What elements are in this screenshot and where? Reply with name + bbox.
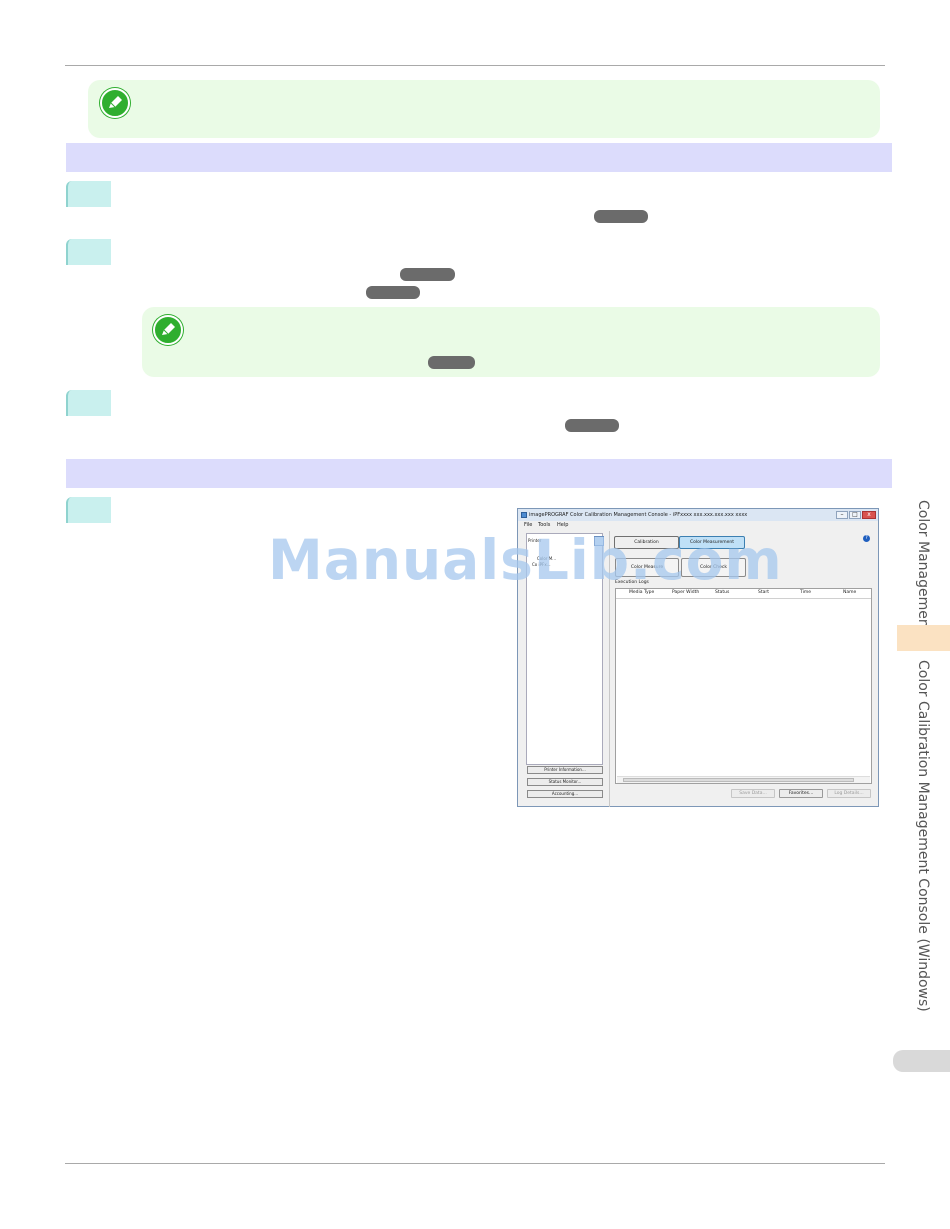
reference-link-pill[interactable]: [428, 356, 475, 369]
reference-link-pill[interactable]: [400, 268, 455, 281]
column-header[interactable]: Name: [843, 590, 857, 595]
close-button[interactable]: x: [862, 511, 876, 519]
favorites-button[interactable]: Favorites...: [779, 789, 823, 798]
help-icon[interactable]: ?: [863, 535, 870, 542]
maximize-button[interactable]: □: [849, 511, 861, 519]
printer-information-button[interactable]: Printer Information...: [527, 766, 603, 774]
reference-link-pill[interactable]: [366, 286, 420, 299]
color-check-button[interactable]: Color Check: [681, 558, 746, 577]
minimize-button[interactable]: –: [836, 511, 848, 519]
status-monitor-button[interactable]: Status Monitor...: [527, 778, 603, 786]
app-icon: [521, 512, 527, 518]
pane-divider[interactable]: [609, 531, 610, 807]
window-title-bar: imagePROGRAF Color Calibration Managemen…: [518, 509, 878, 521]
reference-link-pill[interactable]: [565, 419, 619, 432]
side-tab-section[interactable]: Color Management: [915, 500, 931, 634]
scrollbar-thumb[interactable]: [623, 778, 854, 782]
menu-help[interactable]: Help: [557, 522, 569, 528]
accounting-button[interactable]: Accounting...: [527, 790, 603, 798]
tree-item[interactable]: Color M...: [537, 556, 556, 561]
execution-log-table[interactable]: Media Type Paper Width Status Start Time…: [615, 588, 872, 784]
log-table-header: Media Type Paper Width Status Start Time…: [616, 589, 871, 599]
top-rule: [65, 65, 885, 66]
watermark: ManualsLib.com: [268, 528, 783, 592]
reference-link-pill[interactable]: [594, 210, 648, 223]
column-header[interactable]: Time: [800, 590, 812, 595]
section-heading-band: [66, 459, 892, 488]
menu-bar: File Tools Help: [518, 521, 878, 530]
printer-label: Printer: [528, 538, 542, 543]
horizontal-scrollbar[interactable]: [617, 776, 870, 783]
side-page-tab: [893, 1050, 950, 1072]
log-details-button[interactable]: Log Details...: [827, 789, 871, 798]
note-box: [88, 80, 880, 138]
step-marker: [66, 390, 111, 416]
refresh-icon[interactable]: [594, 536, 604, 546]
side-tab-subsection[interactable]: Color Calibration Management Console (Wi…: [915, 660, 931, 1012]
bottom-rule: [65, 1163, 885, 1164]
tree-item[interactable]: Co iPFx...: [532, 562, 551, 567]
tab-color-measurement[interactable]: Color Measurement: [679, 536, 745, 549]
note-box: [142, 307, 880, 377]
note-pencil-icon: [153, 315, 183, 345]
side-tab-active-marker: [897, 625, 950, 651]
menu-tools[interactable]: Tools: [538, 522, 551, 528]
column-header[interactable]: Start: [758, 590, 769, 595]
menu-file[interactable]: File: [524, 522, 533, 528]
step-marker: [66, 239, 111, 265]
step-marker: [66, 497, 111, 523]
column-header[interactable]: Paper Width: [672, 590, 700, 595]
step-marker: [66, 181, 111, 207]
tab-calibration[interactable]: Calibration: [614, 536, 679, 549]
app-screenshot-window: imagePROGRAF Color Calibration Managemen…: [517, 508, 879, 807]
save-data-button[interactable]: Save Data...: [731, 789, 775, 798]
window-title: imagePROGRAF Color Calibration Managemen…: [529, 512, 748, 518]
section-heading-band: [66, 143, 892, 172]
color-measure-button[interactable]: Color Measure: [615, 558, 679, 577]
column-header[interactable]: Status: [715, 590, 730, 595]
execution-logs-label: Execution Logs: [615, 580, 649, 585]
column-header[interactable]: Media Type: [629, 590, 655, 595]
note-pencil-icon: [100, 88, 130, 118]
printer-list-pane: Printer Color M... Co iPFx...: [526, 533, 603, 765]
